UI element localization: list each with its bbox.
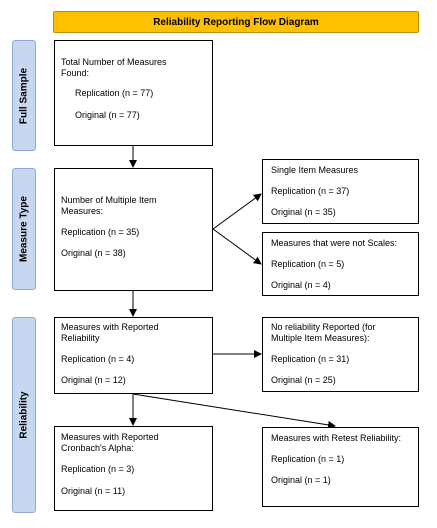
section-measure-type: Measure Type	[12, 168, 36, 290]
box-retest-original: Original (n = 1)	[271, 475, 331, 485]
box-reported-title-line2: Reliability	[61, 333, 100, 343]
box-reported-replication: Replication (n = 4)	[61, 354, 135, 364]
box-single-title: Single Item Measures	[271, 165, 359, 175]
box-retest-reliability: Measures with Retest Reliability: Replic…	[262, 427, 419, 507]
diagram-title-text: Reliability Reporting Flow Diagram	[153, 16, 319, 28]
diagram-title: Reliability Reporting Flow Diagram	[53, 11, 419, 33]
box-retest-replication: Replication (n = 1)	[271, 454, 345, 464]
box-total-replication: Replication (n = 77)	[75, 88, 154, 98]
box-no-reliability-original: Original (n = 25)	[271, 375, 336, 385]
box-no-reliability-title-line2: Multiple Item Measures):	[271, 333, 370, 343]
box-not-scales-original: Original (n = 4)	[271, 280, 331, 290]
box-cronbach-replication: Replication (n = 3)	[61, 464, 135, 474]
box-reported-reliability: Measures with Reported Reliability Repli…	[54, 317, 213, 394]
box-multiple-title-line2: Measures:	[61, 206, 104, 216]
box-single-replication: Replication (n = 37)	[271, 186, 350, 196]
box-multiple-original: Original (n = 38)	[61, 248, 126, 258]
box-total-original: Original (n = 77)	[75, 110, 140, 120]
box-reported-title-line1: Measures with Reported	[61, 322, 159, 332]
box-multiple-title-line1: Number of Multiple Item	[61, 195, 157, 205]
box-total-measures: Total Number of Measures Found: Replicat…	[54, 40, 213, 146]
box-cronbach-alpha: Measures with Reported Cronbach's Alpha:…	[54, 426, 213, 511]
box-not-scales-title: Measures that were not Scales:	[271, 238, 398, 248]
arrow-reported-to-retest	[132, 393, 336, 429]
section-reliability: Reliability	[12, 317, 36, 513]
box-no-reliability-title-line1: No reliability Reported (for	[271, 322, 376, 332]
box-total-title-line2: Found:	[61, 68, 90, 78]
box-single-item: Single Item Measures Replication (n = 37…	[262, 159, 419, 224]
box-not-scales: Measures that were not Scales: Replicati…	[262, 232, 419, 296]
box-retest-title: Measures with Retest Reliability:	[271, 433, 402, 443]
box-no-reliability: No reliability Reported (for Multiple It…	[262, 317, 419, 392]
box-not-scales-replication: Replication (n = 5)	[271, 259, 345, 269]
box-total-title-line1: Total Number of Measures	[61, 57, 167, 67]
box-cronbach-title-line1: Measures with Reported	[61, 432, 159, 442]
box-reported-original: Original (n = 12)	[61, 375, 126, 385]
arrow-multiple-to-single	[212, 193, 262, 230]
section-full-sample: Full Sample	[12, 40, 36, 151]
box-multiple-item: Number of Multiple Item Measures: Replic…	[54, 168, 213, 291]
box-cronbach-original: Original (n = 11)	[61, 486, 126, 496]
arrow-multiple-to-not-scales	[212, 228, 262, 265]
box-multiple-replication: Replication (n = 35)	[61, 227, 140, 237]
box-no-reliability-replication: Replication (n = 31)	[271, 354, 350, 364]
box-single-original: Original (n = 35)	[271, 207, 336, 217]
box-cronbach-title-line2: Cronbach's Alpha:	[61, 443, 134, 453]
